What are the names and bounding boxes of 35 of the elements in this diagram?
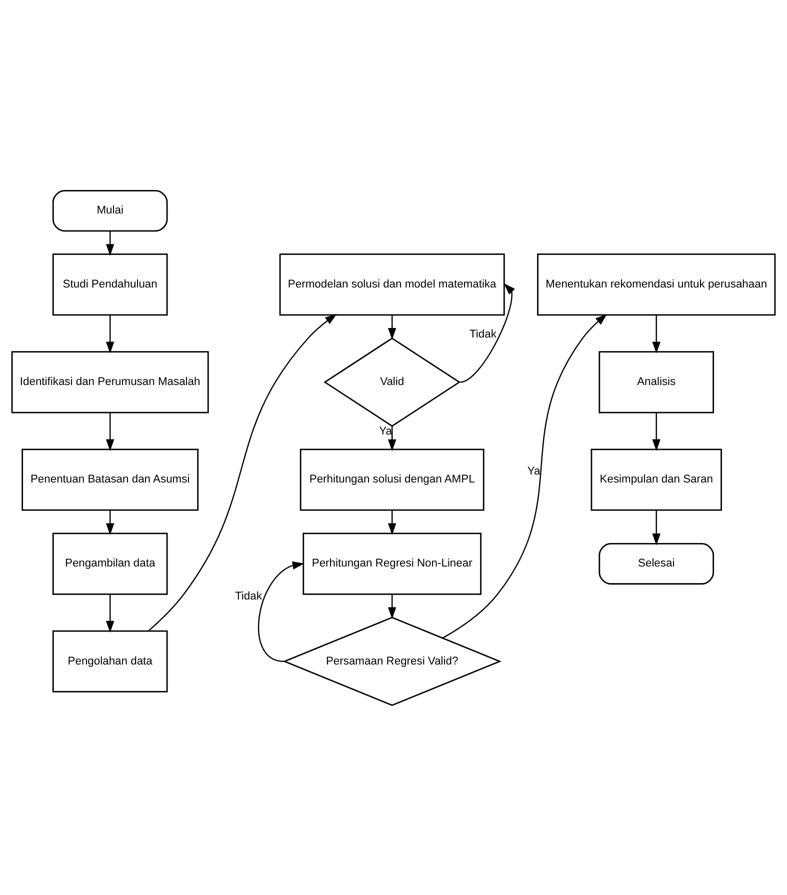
arrow xyxy=(388,510,396,535)
arrow xyxy=(388,426,396,451)
node-box: Selesai xyxy=(598,542,714,584)
arrow xyxy=(460,282,515,382)
arrow xyxy=(258,560,304,662)
arrow xyxy=(106,510,114,535)
node-box: Kesimpulan dan Saran xyxy=(590,448,722,510)
arrow xyxy=(388,594,396,618)
edge-label: Tidak xyxy=(235,590,262,602)
node-box: Menentukan rekomendasi untuk perusahaan xyxy=(537,253,776,316)
arrow xyxy=(442,313,608,638)
arrow xyxy=(388,314,396,340)
arrow xyxy=(148,313,337,631)
arrow xyxy=(106,594,114,632)
arrow xyxy=(106,412,114,451)
node-box: Penentuan Batasan dan Asumsi xyxy=(22,448,199,510)
arrow xyxy=(652,314,660,353)
node-box: Studi Pendahuluan xyxy=(52,253,168,316)
node-box: Analisis xyxy=(598,350,714,413)
node-box: Mulai xyxy=(52,190,168,232)
arrow xyxy=(652,412,660,451)
node-diamond: Persamaan Regresi Valid? xyxy=(282,616,502,706)
node-box: Permodelan solusi dan model matematika xyxy=(279,253,505,316)
node-box: Perhitungan Regresi Non-Linear xyxy=(302,532,482,594)
edge-label: Tidak xyxy=(470,328,496,340)
node-box: Pengambilan data xyxy=(52,532,168,594)
edge-label: Ya xyxy=(527,465,540,478)
arrow xyxy=(652,510,660,545)
node-diamond: Valid xyxy=(324,336,461,426)
node-box: Pengolahan data xyxy=(52,630,168,692)
node-box: Identifikasi dan Perumusan Masalah xyxy=(11,350,209,413)
node-box: Perhitungan solusi dengan AMPL xyxy=(300,448,484,510)
edge-label: Ya xyxy=(379,425,392,438)
arrow xyxy=(106,230,114,256)
arrow xyxy=(106,314,114,353)
